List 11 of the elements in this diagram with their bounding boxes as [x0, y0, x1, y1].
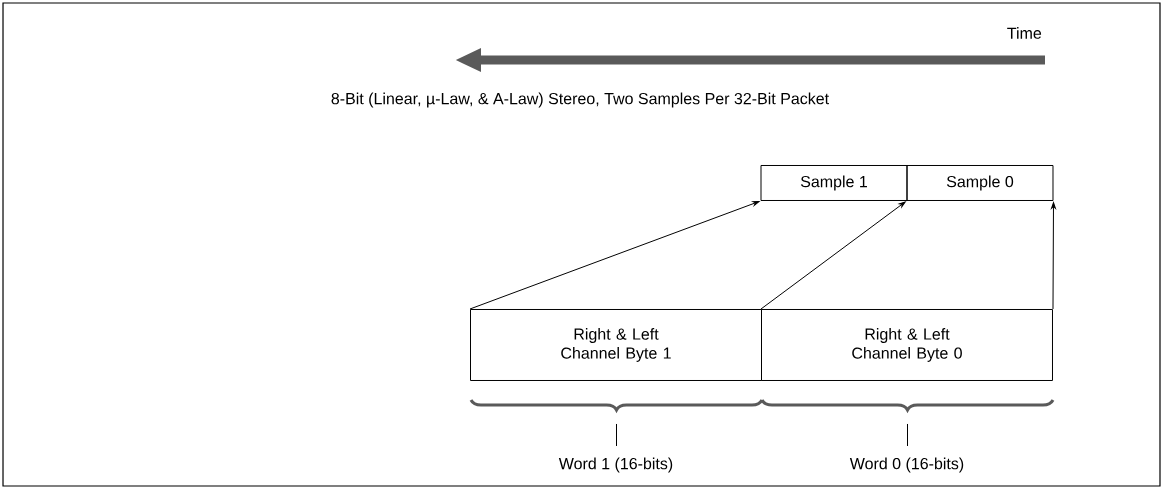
arrow — [1051, 202, 1056, 310]
sample-box: Sample 0 — [906, 165, 1054, 201]
axis-label: Time — [1007, 27, 1042, 39]
arrow — [760, 201, 906, 310]
channel-byte-box: Right & Left Channel Byte 0 — [761, 309, 1053, 381]
heading: 8-Bit (Linear, µ-Law, & A-Law) Stereo, Two Samples Per 32-Bit Packet — [331, 92, 829, 108]
sample-box: Sample 1 — [760, 165, 908, 201]
channel-byte-box: Right & Left Channel Byte 1 — [470, 309, 762, 381]
word-label: Word 0 (16-bits) — [849, 457, 964, 473]
arrow — [469, 201, 760, 310]
word-label: Word 1 (16-bits) — [558, 457, 673, 473]
